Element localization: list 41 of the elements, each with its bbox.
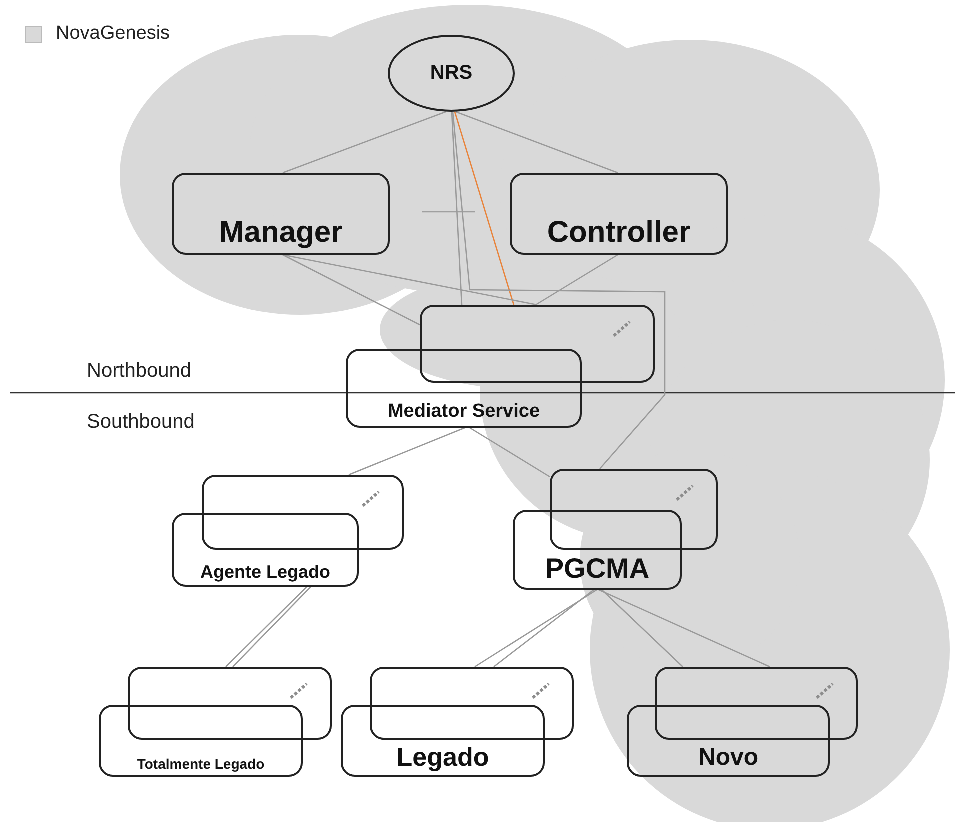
rounded-box <box>370 667 574 740</box>
connector-line <box>494 589 594 668</box>
rounded-box <box>627 705 830 777</box>
node-label: Agente Legado <box>200 560 330 583</box>
rounded-box <box>172 513 359 587</box>
node-label: Novo <box>698 743 758 773</box>
connector-line <box>282 254 420 326</box>
node-label: Manager <box>219 214 343 250</box>
node-label: Totalmente Legado <box>137 756 265 773</box>
rounded-box <box>99 705 303 777</box>
connector-line <box>282 111 446 174</box>
region-label: Southbound <box>87 410 195 435</box>
rounded-box <box>420 305 655 383</box>
connector-line <box>536 254 618 306</box>
connector-line <box>474 589 598 668</box>
connector-line <box>456 111 618 174</box>
rounded-box <box>346 349 582 428</box>
rounded-box <box>513 510 682 590</box>
node-label: PGCMA <box>545 552 650 586</box>
rounded-box <box>655 667 858 740</box>
rounded-box <box>510 173 728 255</box>
connector-line <box>602 590 684 668</box>
connector-line <box>282 254 538 306</box>
connector-line <box>598 589 770 668</box>
connector-line <box>470 427 550 478</box>
rounded-box <box>202 475 404 550</box>
node-label: NRS <box>430 61 473 86</box>
connector-line <box>451 112 463 306</box>
node-label: Controller <box>547 214 691 250</box>
region-label: Northbound <box>87 359 192 384</box>
ellipse-node <box>388 35 515 112</box>
node-label: Mediator Service <box>388 400 540 424</box>
connector-line <box>454 112 515 306</box>
legend-label: NovaGenesis <box>56 22 170 46</box>
rounded-box <box>550 469 718 550</box>
rounded-box <box>172 173 390 255</box>
rounded-box <box>341 705 545 777</box>
connector-line <box>452 112 666 470</box>
rounded-box <box>128 667 332 740</box>
node-label: Legado <box>396 740 490 773</box>
connector-line <box>348 427 466 476</box>
